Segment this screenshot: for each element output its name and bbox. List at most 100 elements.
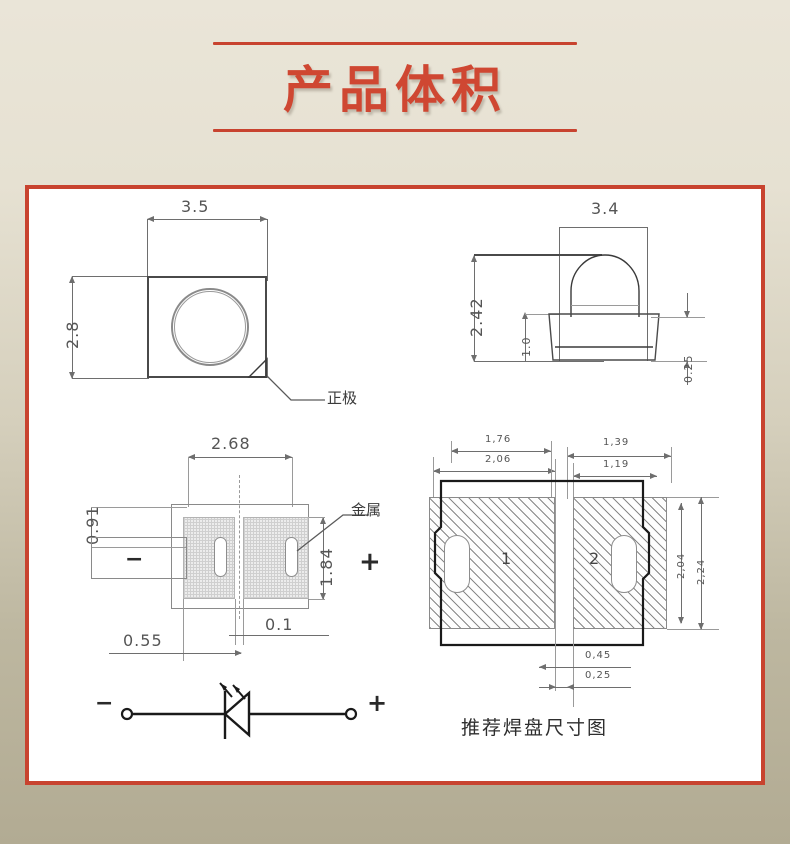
ext-gap-right (573, 629, 574, 707)
outline-right (647, 227, 648, 361)
page-title-block: 产品体积 (0, 42, 790, 132)
dim-arrow-hi-up (678, 503, 684, 510)
dim-value-body-height: 1.0 (520, 336, 533, 358)
package-body (548, 313, 660, 361)
title-rule-bottom (213, 129, 577, 132)
dim-line-height (72, 276, 73, 378)
recommended-pad-layout: 1,76 2,06 1,39 1,19 (399, 429, 769, 749)
ext-v-4 (555, 459, 556, 649)
pad-2-slot (611, 535, 637, 593)
dim-line-offset (109, 653, 241, 654)
page-title: 产品体积 (283, 61, 507, 119)
dim-line-width (188, 457, 292, 458)
dim-arrow-down (471, 355, 477, 362)
ext-line-right (292, 457, 293, 507)
ext-v-5 (567, 447, 568, 499)
dim-arrow-pad-down (320, 593, 326, 600)
outline-top (559, 227, 647, 228)
dim-value-outer-right: 1,39 (603, 437, 630, 448)
dim-arrow-ol-right (544, 448, 551, 454)
anode-sign: + (359, 547, 381, 577)
anode-leader-line (266, 375, 325, 401)
ext-line-left (188, 457, 189, 507)
dim-arrow-left (188, 454, 195, 460)
ext-line-gap-right (243, 599, 244, 645)
dim-arrow-left (147, 216, 154, 222)
pad-layout-caption: 推荐焊盘尺寸图 (461, 717, 609, 739)
ext-line-bottom (474, 361, 604, 362)
ext-line-left (147, 219, 148, 279)
dim-line-pad-height (323, 517, 324, 599)
lens-circle-outer (171, 288, 249, 366)
dim-value-width: 2.68 (211, 434, 251, 453)
circuit-anode-sign: + (367, 689, 388, 717)
ext-line-lead-bottom (651, 361, 707, 362)
dim-value-height-outer: 2,24 (696, 558, 707, 585)
dim-arrow-pad-up (320, 517, 326, 524)
dim-value-total-height: 2.42 (467, 297, 486, 337)
dim-line-inner-right (573, 476, 657, 477)
dim-line-outer-left (451, 451, 551, 452)
dim-arrow-go-left (539, 664, 546, 670)
dim-line-height-inner (681, 503, 682, 623)
dim-value-gap: 0.1 (265, 615, 294, 634)
lens-dome (570, 254, 640, 317)
ext-line-lead-top (651, 317, 705, 318)
led-symbol-graphic (120, 682, 358, 739)
cathode-pad (183, 517, 235, 599)
metal-leader-line (296, 514, 369, 552)
ext-v-7 (671, 447, 672, 483)
dim-arrow-body-up (522, 312, 528, 319)
title-rule-top (213, 42, 577, 45)
ext-v-3 (551, 441, 552, 497)
cathode-sign: − (125, 547, 144, 572)
anode-label: 正极 (327, 389, 358, 407)
ext-line-gap-left (235, 599, 236, 645)
dim-line-width (147, 219, 267, 220)
dim-arrow-ir-right (650, 473, 657, 479)
dim-arrow-up (69, 276, 75, 283)
dim-arrow-lead-down (684, 311, 690, 318)
dim-arrow-lead-up (684, 361, 690, 368)
ext-line-bottom (72, 378, 149, 379)
cathode-slot (214, 537, 227, 577)
ext-line-pad-h-bottom (309, 599, 325, 600)
metal-label: 金属 (351, 501, 382, 519)
side-view: 3.4 2.42 1.0 (399, 189, 769, 429)
dim-value-width: 3.5 (181, 197, 210, 216)
ext-line-pad-mid (91, 547, 187, 548)
dim-line-lead-upper (687, 293, 688, 317)
ext-line-pad-h-top (309, 517, 325, 518)
anode-slot (285, 537, 298, 577)
ext-line-top (72, 276, 149, 277)
dim-value-gap-outer: 0,45 (585, 650, 612, 661)
circuit-cathode-sign: − (95, 691, 114, 716)
dim-arrow-ir-left (573, 473, 580, 479)
ext-line-body-top (525, 314, 559, 315)
dim-line-total-height (474, 255, 475, 361)
dim-arrow-gi-left (549, 684, 556, 690)
dim-arrow-or-right (664, 453, 671, 459)
ext-gap-left (555, 629, 556, 691)
dome-base-line (571, 305, 639, 306)
dim-arrow-right (260, 216, 267, 222)
dim-arrow-up (471, 255, 477, 262)
dim-line-gap-outer (539, 667, 631, 668)
led-circuit-symbol: − + (89, 669, 409, 759)
ext-line-top (474, 254, 602, 256)
pad-1-slot (444, 535, 470, 593)
dim-line-gap-inner (539, 687, 631, 688)
dim-line-lead-lower (687, 361, 688, 385)
package-outline (147, 276, 267, 378)
outline-left (559, 227, 560, 361)
dim-arrow-down (69, 372, 75, 379)
dim-arrow-ho-down (698, 623, 704, 630)
dim-arrow-or-left (567, 453, 574, 459)
dim-arrow-il-left (433, 468, 440, 474)
component-outline (433, 479, 651, 647)
dim-line-outer-right (567, 456, 671, 457)
chamfer-mark (247, 357, 268, 378)
dim-value-inner-right: 1,19 (603, 459, 630, 470)
dim-line-height-outer (701, 497, 702, 629)
